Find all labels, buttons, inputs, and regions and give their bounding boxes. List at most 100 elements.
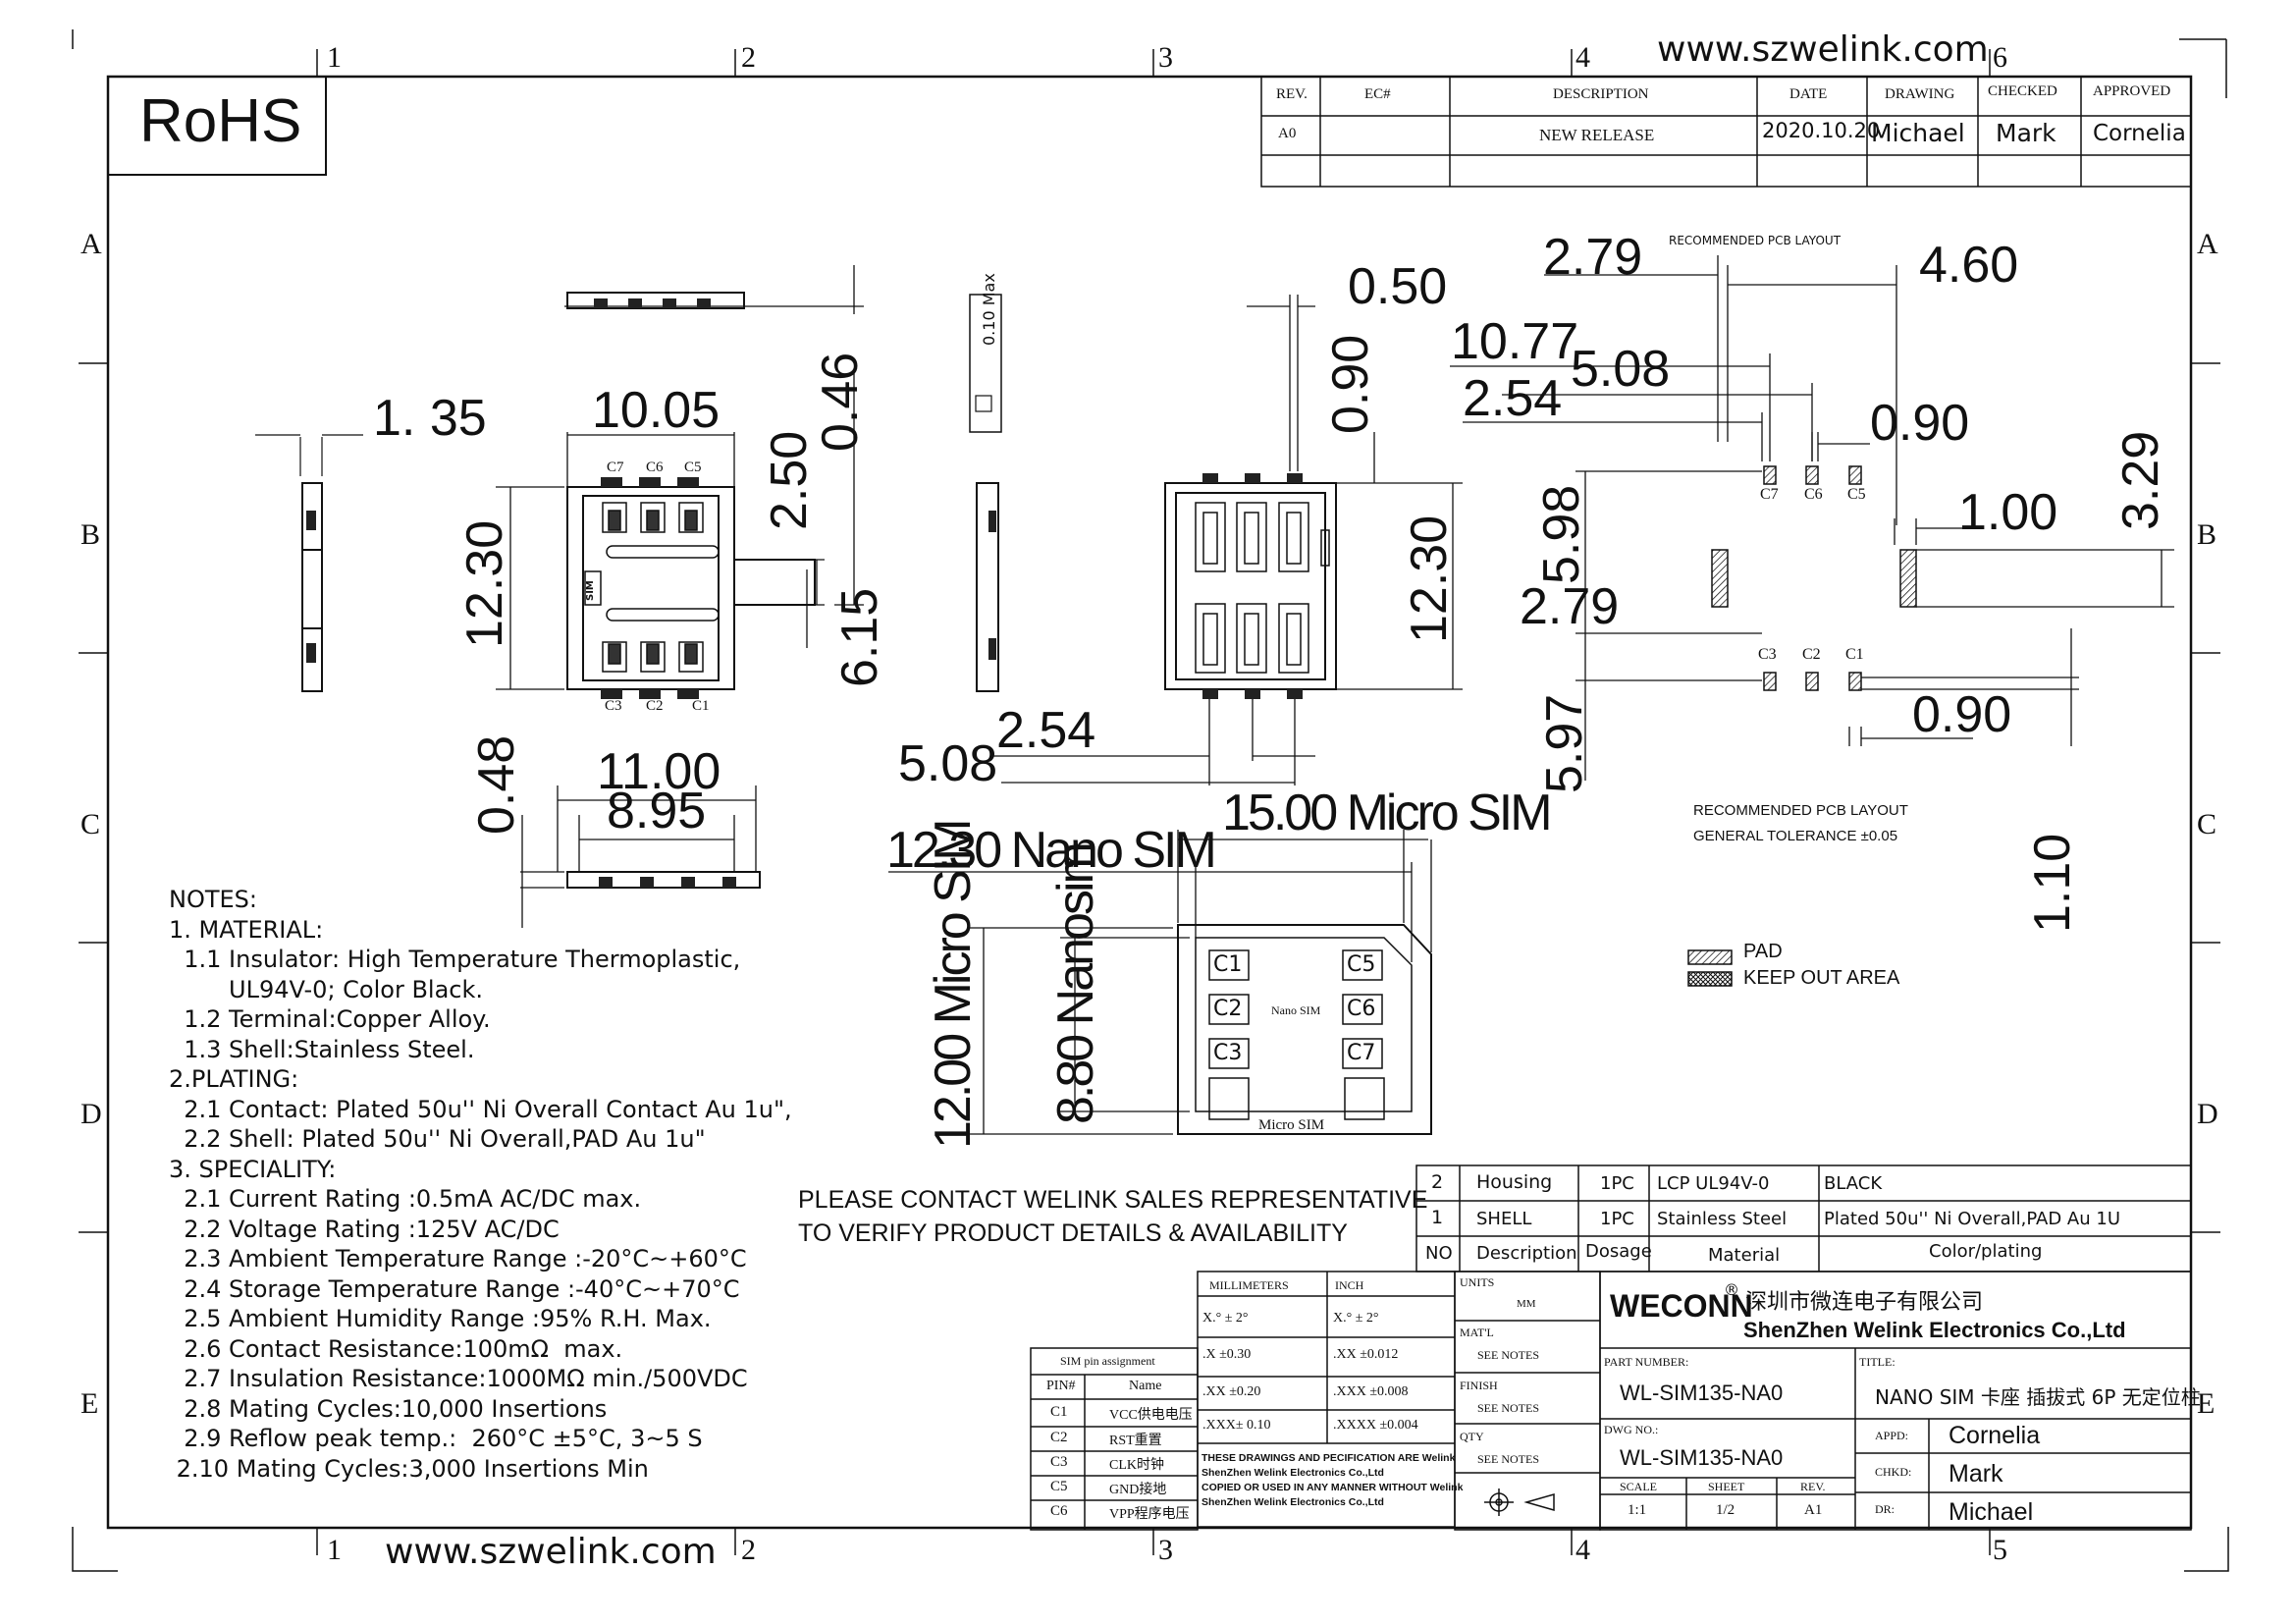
contact-notice-1: PLEASE CONTACT WELINK SALES REPRESENTATI… [798, 1186, 1428, 1214]
pin-c3-name: CLK时钟 [1109, 1458, 1164, 1473]
note-line: 2.5 Ambient Humidity Range :95% R.H. Max… [169, 1305, 712, 1332]
dwg-label: DWG NO.: [1604, 1423, 1659, 1436]
top-view-body [566, 477, 816, 699]
sim-mark: SIM [585, 580, 596, 601]
dim-895: 8.95 [607, 783, 707, 839]
rev-h-checked: CHECKED [1988, 83, 2057, 99]
pcb-c6: C6 [1804, 486, 1823, 503]
disclaimer-1: THESE DRAWINGS AND PECIFICATION ARE Weli… [1201, 1452, 1456, 1464]
dim-329: 3.29 [2112, 430, 2169, 530]
bom-table-lines [1415, 1164, 2192, 1272]
pcb-pads [1687, 465, 1917, 987]
note-line: 2.PLATING: [169, 1065, 299, 1093]
pin-c1-name: VCC供电电压 [1109, 1408, 1193, 1423]
bom-r2-desc: SHELL [1476, 1209, 1532, 1229]
bom-h-dosage: Dosage [1585, 1241, 1652, 1262]
label-c5: C5 [684, 460, 702, 475]
col-marker-5b: 5 [1993, 1534, 2007, 1566]
dim-598: 5.98 [1533, 484, 1590, 584]
rev-rev: A0 [1278, 126, 1297, 141]
rev-value: A1 [1804, 1502, 1823, 1518]
bom-h-no: NO [1425, 1243, 1453, 1264]
rev-approved: Cornelia [2093, 121, 2186, 146]
card-pad-c6: C6 [1347, 997, 1376, 1021]
note-line: UL94V-0; Color Black. [169, 975, 484, 1003]
col-marker-1: 1 [327, 41, 342, 74]
label-c3: C3 [605, 698, 622, 714]
col-marker-6: 6 [1993, 41, 2007, 74]
pin-c3: C3 [1050, 1454, 1068, 1470]
tol-r1-in: X.° ± 2° [1333, 1311, 1379, 1326]
bom-r1-mat: LCP UL94V-0 [1657, 1173, 1770, 1194]
disclaimer-4: ShenZhen Welink Electronics Co.,Ltd [1201, 1496, 1384, 1508]
row-marker-a: A [80, 228, 102, 260]
disclaimer-2: ShenZhen Welink Electronics Co.,Ltd [1201, 1467, 1384, 1479]
dim-508-fp: 5.08 [898, 735, 998, 792]
col-marker-4b: 4 [1575, 1534, 1590, 1566]
dim-nano-height: 8.80 Nanosim [1047, 844, 1104, 1124]
notes-block: NOTES: 1. MATERIAL: 1.1 Insulator: High … [169, 885, 792, 1484]
qty-value: SEE NOTES [1477, 1452, 1539, 1466]
row-marker-c: C [80, 808, 101, 840]
rev-h-drawing: DRAWING [1885, 86, 1955, 102]
dim-250: 2.50 [761, 430, 818, 530]
tol-r4-mm: .XXX± 0.10 [1202, 1418, 1271, 1433]
website-bottom[interactable]: www.szwelink.com [385, 1532, 717, 1572]
matl-value: SEE NOTES [1477, 1348, 1539, 1362]
dim-135: 1. 35 [373, 390, 487, 447]
sheet-frame [106, 75, 2193, 1530]
part-number: WL-SIM135-NA0 [1620, 1380, 1784, 1405]
bom-r1-desc: Housing [1476, 1171, 1553, 1193]
tol-h-mm: MILLIMETERS [1209, 1278, 1289, 1292]
pcb-c7: C7 [1760, 486, 1779, 503]
side-view-right [969, 294, 1002, 692]
corner-marks [72, 29, 2229, 1572]
dim-micro-width: 15.00 Micro SIM [1222, 785, 1553, 841]
part-number-label: PART NUMBER: [1604, 1355, 1689, 1369]
dim-508-pcb: 5.08 [1571, 341, 1671, 398]
row-marker-e-r: E [2197, 1387, 2216, 1420]
contact-notice-2: TO VERIFY PRODUCT DETAILS & AVAILABILITY [798, 1219, 1348, 1247]
rev-h-ec: EC# [1364, 86, 1391, 102]
note-line: 2.3 Ambient Temperature Range :-20°C~+60… [169, 1245, 747, 1272]
bom-r1-color: BLACK [1824, 1173, 1883, 1194]
dim-460: 4.60 [1919, 237, 2019, 294]
bom-r1-qty: 1PC [1600, 1173, 1634, 1194]
brand-logo: WECONN [1610, 1288, 1753, 1324]
dim-048: 0.48 [468, 734, 525, 835]
projection-symbol [1484, 1489, 1555, 1516]
rev-drawing: Michael [1871, 119, 1965, 147]
bottom-view [520, 785, 761, 928]
dim-254-fp: 2.54 [996, 702, 1096, 759]
tol-r3-in: .XXX ±0.008 [1333, 1384, 1409, 1399]
note-line: 3. SPECIALITY: [169, 1155, 337, 1183]
dim-1230-left: 12.30 [456, 519, 513, 648]
label-c1: C1 [692, 698, 710, 714]
col-marker-2: 2 [741, 41, 756, 74]
footprint-view [991, 295, 1463, 785]
sheet-label: SHEET [1708, 1480, 1745, 1493]
rohs-box [107, 76, 327, 176]
dim-090-fp: 0.90 [1322, 334, 1379, 434]
pin-c1: C1 [1050, 1404, 1068, 1420]
bom-h-color: Color/plating [1929, 1241, 2043, 1262]
note-line: 1.3 Shell:Stainless Steel. [169, 1035, 475, 1063]
zone-ticks [79, 49, 2220, 1555]
card-pad-c5: C5 [1347, 952, 1376, 977]
dim-1100: 11.00 [597, 743, 721, 800]
website-top[interactable]: www.szwelink.com [1657, 29, 1989, 70]
pcb-title-top: RECOMMENDED PCB LAYOUT [1669, 234, 1842, 247]
finish-label: FINISH [1460, 1379, 1498, 1392]
note-line: 2.9 Reflow peak temp.: 260°C ±5°C, 3~5 S [169, 1425, 703, 1452]
top-view-dims [496, 265, 864, 690]
dim-090a-pcb: 0.90 [1870, 395, 1970, 452]
card-pad-c3: C3 [1213, 1041, 1243, 1065]
col-marker-2b: 2 [741, 1534, 756, 1566]
pcb-caption-2: GENERAL TOLERANCE ±0.05 [1693, 828, 1898, 844]
dwg-number: WL-SIM135-NA0 [1620, 1445, 1784, 1470]
title-block-lines [1030, 1271, 2192, 1531]
pin-c5: C5 [1050, 1479, 1068, 1494]
dim-micro-height: 12.00 Micro SIM [925, 821, 982, 1149]
note-line: 2.2 Shell: Plated 50u'' Ni Overall,PAD A… [169, 1125, 706, 1153]
